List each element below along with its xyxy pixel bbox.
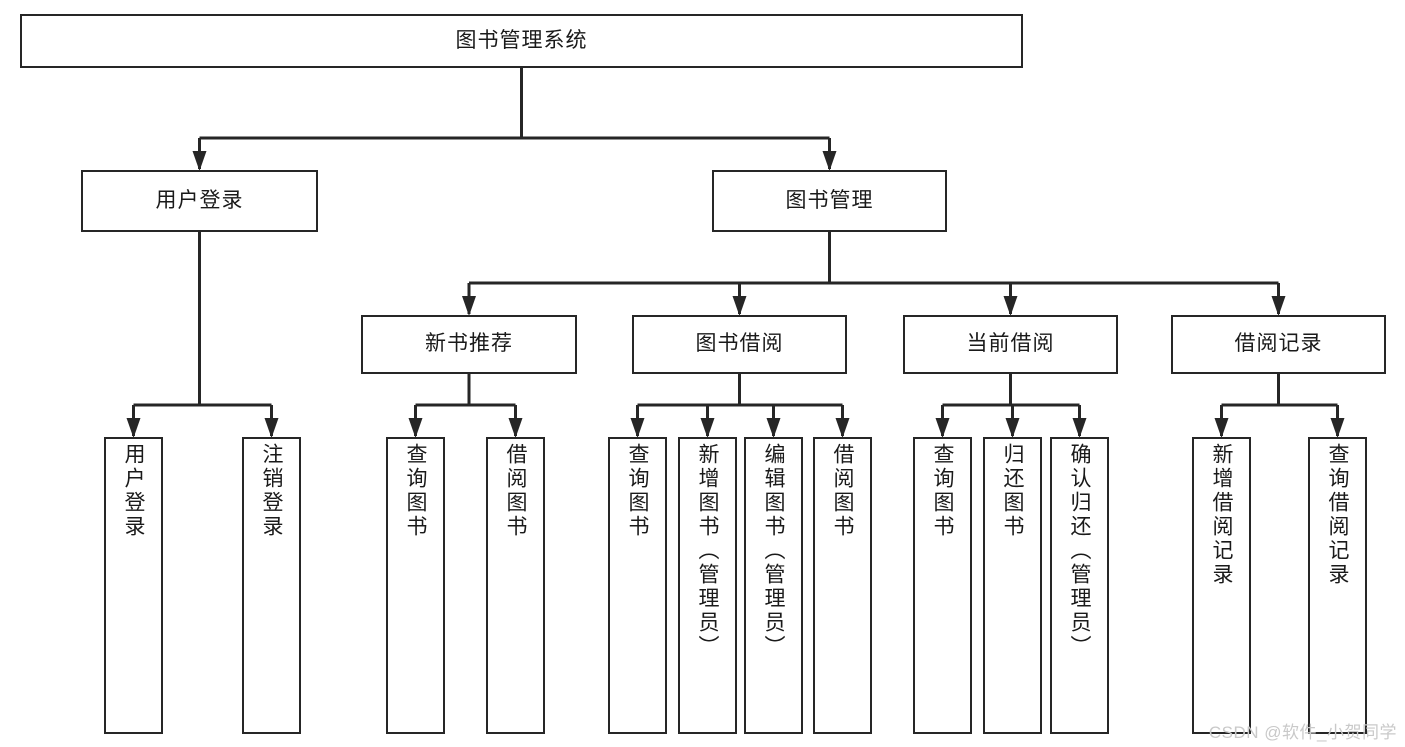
node-label: 图书管理系统: [455, 28, 588, 52]
node-l3-current-borrow[interactable]: 当前借阅: [903, 315, 1118, 374]
node-label: 归还图书: [1001, 443, 1024, 539]
node-l3-book-borrow[interactable]: 图书借阅: [632, 315, 847, 374]
node-leaf-user-logout[interactable]: 注销登录: [242, 437, 301, 734]
node-l2-user-login[interactable]: 用户登录: [81, 170, 318, 232]
node-leaf-bb-add[interactable]: 新增图书（管理员）: [678, 437, 737, 734]
node-leaf-cb-return[interactable]: 归还图书: [983, 437, 1042, 734]
node-label: 新书推荐: [425, 332, 513, 356]
node-label: 注销登录: [260, 443, 283, 539]
node-label: 编辑图书（管理员）: [762, 443, 785, 659]
node-label: 查询图书: [626, 443, 649, 539]
node-label: 图书管理: [785, 188, 874, 212]
node-leaf-bb-borrow[interactable]: 借阅图书: [813, 437, 872, 734]
node-l2-book-manage[interactable]: 图书管理: [712, 170, 947, 232]
node-label: 确认归还（管理员）: [1068, 443, 1091, 659]
node-leaf-rec-query[interactable]: 查询图书: [386, 437, 445, 734]
node-label: 新增图书（管理员）: [696, 443, 719, 659]
node-label: 图书借阅: [695, 332, 784, 356]
node-label: 用户登录: [122, 443, 145, 539]
node-leaf-cb-query[interactable]: 查询图书: [913, 437, 972, 734]
node-l3-new-book-rec[interactable]: 新书推荐: [361, 315, 577, 374]
node-label: 查询图书: [931, 443, 954, 539]
node-leaf-br-query[interactable]: 查询借阅记录: [1308, 437, 1367, 734]
node-label: 借阅图书: [504, 443, 527, 539]
node-leaf-cb-confirm[interactable]: 确认归还（管理员）: [1050, 437, 1109, 734]
node-label: 用户登录: [155, 188, 244, 212]
watermark: CSDN @软件_小贺同学: [1208, 723, 1397, 742]
node-label: 查询图书: [404, 443, 427, 539]
node-label: 查询借阅记录: [1326, 443, 1349, 587]
node-l3-borrow-record[interactable]: 借阅记录: [1171, 315, 1386, 374]
node-label: 借阅记录: [1234, 332, 1323, 356]
node-label: 借阅图书: [831, 443, 854, 539]
node-label: 当前借阅: [966, 332, 1055, 356]
node-leaf-bb-edit[interactable]: 编辑图书（管理员）: [744, 437, 803, 734]
node-leaf-br-add[interactable]: 新增借阅记录: [1192, 437, 1251, 734]
node-root[interactable]: 图书管理系统: [20, 14, 1023, 68]
node-leaf-rec-borrow[interactable]: 借阅图书: [486, 437, 545, 734]
node-label: 新增借阅记录: [1210, 443, 1233, 587]
node-leaf-user-login[interactable]: 用户登录: [104, 437, 163, 734]
node-leaf-bb-query[interactable]: 查询图书: [608, 437, 667, 734]
